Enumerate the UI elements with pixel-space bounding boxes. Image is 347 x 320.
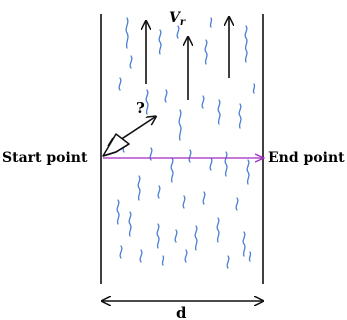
water-squiggle [188, 149, 192, 163]
velocity-label: Vr [169, 10, 186, 28]
water-squiggle [137, 175, 141, 201]
water-squiggle [128, 211, 132, 237]
water-squiggle [170, 157, 174, 183]
velocity-subscript: r [180, 17, 186, 28]
water-squiggle [244, 25, 248, 63]
water-squiggle [252, 83, 256, 94]
boat-direction-arrow [119, 117, 155, 141]
water-squiggle [178, 109, 182, 141]
water-squiggle [116, 199, 120, 225]
water-squiggle [194, 225, 198, 251]
water-squiggle [209, 17, 213, 28]
water-squiggle [184, 249, 188, 263]
water-squiggle [129, 55, 133, 69]
water-squiggle [125, 17, 129, 49]
water-squiggle [246, 159, 250, 185]
water-squiggle [226, 255, 230, 269]
water-squiggle [157, 185, 161, 199]
water-squiggle [176, 25, 180, 39]
question-mark: ? [136, 99, 145, 117]
end-point-label: End point [268, 150, 345, 166]
water-squiggle [242, 231, 246, 257]
water-squiggle [202, 191, 206, 205]
water-squiggle [201, 95, 205, 109]
water-squiggle [145, 89, 149, 115]
width-label: d [176, 304, 187, 320]
water-squiggle [158, 29, 162, 55]
water-squiggle [204, 39, 208, 65]
water-squiggle [217, 99, 221, 125]
water-squiggle [238, 103, 242, 129]
water-squiggle [235, 197, 239, 211]
water-squiggle [182, 195, 186, 209]
water-squiggle [119, 245, 123, 259]
water-squiggle [248, 251, 252, 262]
water-squiggle [161, 255, 165, 266]
water-squiggle [174, 229, 178, 243]
water-squiggle [164, 89, 168, 103]
current-arrows [146, 18, 229, 100]
start-point-label: Start point [2, 150, 88, 166]
water-squiggle [149, 147, 153, 161]
water-squiggle [156, 223, 160, 249]
boat-icon [102, 133, 130, 157]
water-squiggle [209, 157, 213, 171]
water-squiggle [139, 249, 143, 263]
water-squiggles [116, 17, 256, 269]
water-squiggle [224, 151, 228, 177]
water-squiggle [216, 217, 220, 243]
water-squiggle [118, 77, 122, 91]
